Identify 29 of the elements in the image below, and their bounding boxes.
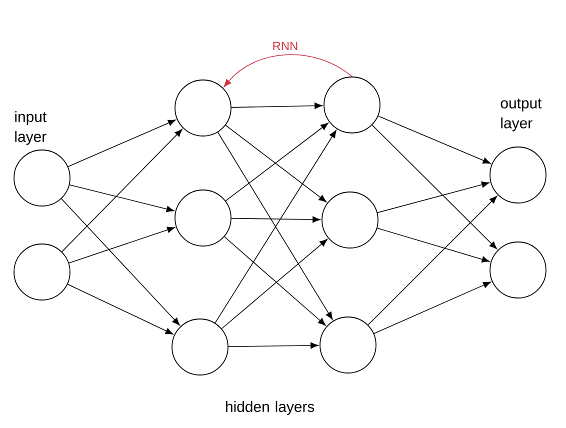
neuron-circle [14,244,70,300]
arrow [61,198,180,326]
arrow [376,228,490,263]
neuron-circle [322,192,378,248]
neuron-circle [172,318,228,376]
arrow [228,342,318,349]
arrow [67,284,174,335]
arrow [231,216,320,223]
neuron-circle [324,76,380,134]
arrow [377,182,490,214]
arrow [224,54,352,88]
layer-label: hidden layers [226,401,314,415]
neuron-circle [490,146,546,204]
arrow [68,120,176,168]
arrow [378,116,491,164]
edge-label: RNN [273,42,298,50]
layer-label: output layer [500,98,542,132]
arrow [368,196,498,326]
arrow [374,282,491,334]
arrow [69,184,174,212]
arrow [231,102,322,109]
neuron-circle [174,190,232,246]
neuron-circle [320,316,376,374]
arrow [372,124,498,250]
neuron-circle [14,150,70,206]
neuron-circle [490,242,546,298]
arrow [62,129,182,252]
arrow [68,226,175,264]
neuron-circle [174,80,232,136]
